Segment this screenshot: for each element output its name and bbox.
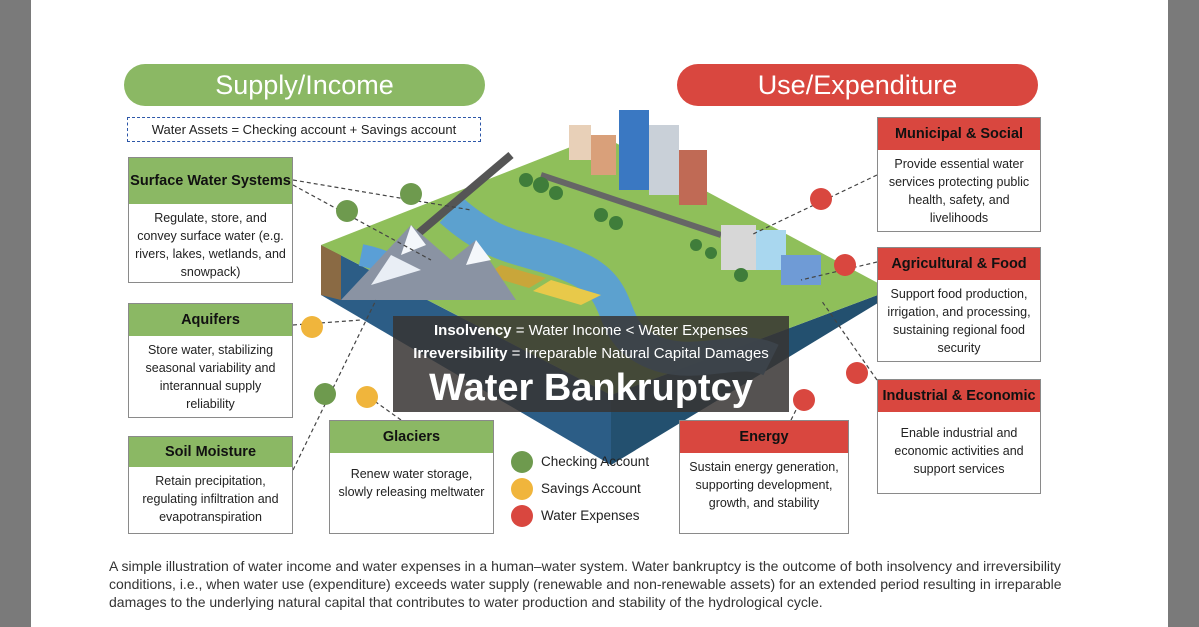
factory <box>721 225 756 270</box>
use-expenditure-header: Use/Expenditure <box>677 64 1038 106</box>
municipal-social-title: Municipal & Social <box>878 118 1040 150</box>
legend-label: Water Expenses <box>541 508 640 523</box>
figure-caption: A simple illustration of water income an… <box>109 558 1062 610</box>
page: Supply/Income Use/Expenditure Water Asse… <box>31 0 1168 627</box>
aquifers-title: Aquifers <box>129 304 292 336</box>
checking-account-markers <box>314 183 422 405</box>
insolvency-definition: = Water Income < Water Expenses <box>511 322 749 339</box>
tower-blue <box>619 110 649 190</box>
energy-title: Energy <box>680 421 848 453</box>
energy-desc: Sustain energy generation, supporting de… <box>689 460 839 510</box>
surface-water-title: Surface Water Systems <box>129 158 292 204</box>
water-bankruptcy-title: Water Bankruptcy <box>429 367 753 409</box>
soil-moisture-title: Soil Moisture <box>129 437 292 467</box>
legend-water-expenses: Water Expenses <box>505 502 665 529</box>
soil-moisture-box: Soil Moisture Retain precipitation, regu… <box>128 436 293 534</box>
farm-field <box>533 280 601 305</box>
glaciers-box: Glaciers Renew water storage, slowly rel… <box>329 420 494 534</box>
municipal-social-box: Municipal & Social Provide essential wat… <box>877 117 1041 232</box>
soil-moisture-desc: Retain precipitation, regulating infiltr… <box>142 474 279 524</box>
industrial-economic-title: Industrial & Economic <box>878 380 1040 412</box>
surface-water-desc: Regulate, store, and convey surface wate… <box>135 211 286 279</box>
supply-income-header: Supply/Income <box>124 64 485 106</box>
legend-checking-account: Checking Account <box>505 448 665 475</box>
agricultural-food-desc: Support food production, irrigation, and… <box>887 287 1031 355</box>
water-expenses-icon <box>511 505 533 527</box>
agricultural-food-title: Agricultural & Food <box>878 248 1040 280</box>
legend-label: Savings Account <box>541 481 641 496</box>
irreversibility-definition: = Irreparable Natural Capital Damages <box>507 345 769 362</box>
glaciers-title: Glaciers <box>330 421 493 453</box>
industrial-economic-desc: Enable industrial and economic activitie… <box>894 426 1024 476</box>
water-bankruptcy-banner: Insolvency = Water Income < Water Expens… <box>393 316 789 412</box>
tower-grey <box>649 125 679 195</box>
glacier-mountain <box>341 225 516 300</box>
energy-box: Energy Sustain energy generation, suppor… <box>679 420 849 534</box>
aquifers-desc: Store water, stabilizing seasonal variab… <box>145 343 276 411</box>
surface-water-box: Surface Water Systems Regulate, store, a… <box>128 157 293 283</box>
savings-account-markers <box>301 316 378 408</box>
municipal-social-desc: Provide essential water services protect… <box>888 157 1030 225</box>
agricultural-food-box: Agricultural & Food Support food product… <box>877 247 1041 362</box>
irreversibility-term: Irreversibility <box>413 345 508 362</box>
glaciers-desc: Renew water storage, slowly releasing me… <box>338 467 485 499</box>
connector-lines <box>292 174 878 471</box>
legend-label: Checking Account <box>541 454 650 469</box>
legend-savings-account: Savings Account <box>505 475 665 502</box>
water-expense-markers <box>793 188 868 411</box>
industrial-economic-box: Industrial & Economic Enable industrial … <box>877 379 1041 494</box>
insolvency-term: Insolvency <box>433 322 512 339</box>
aquifers-box: Aquifers Store water, stabilizing season… <box>128 303 293 418</box>
checking-account-icon <box>511 451 533 473</box>
water-assets-note: Water Assets = Checking account + Saving… <box>127 117 481 142</box>
legend: Checking Account Savings Account Water E… <box>505 448 665 529</box>
tower-brick <box>679 150 707 205</box>
savings-account-icon <box>511 478 533 500</box>
